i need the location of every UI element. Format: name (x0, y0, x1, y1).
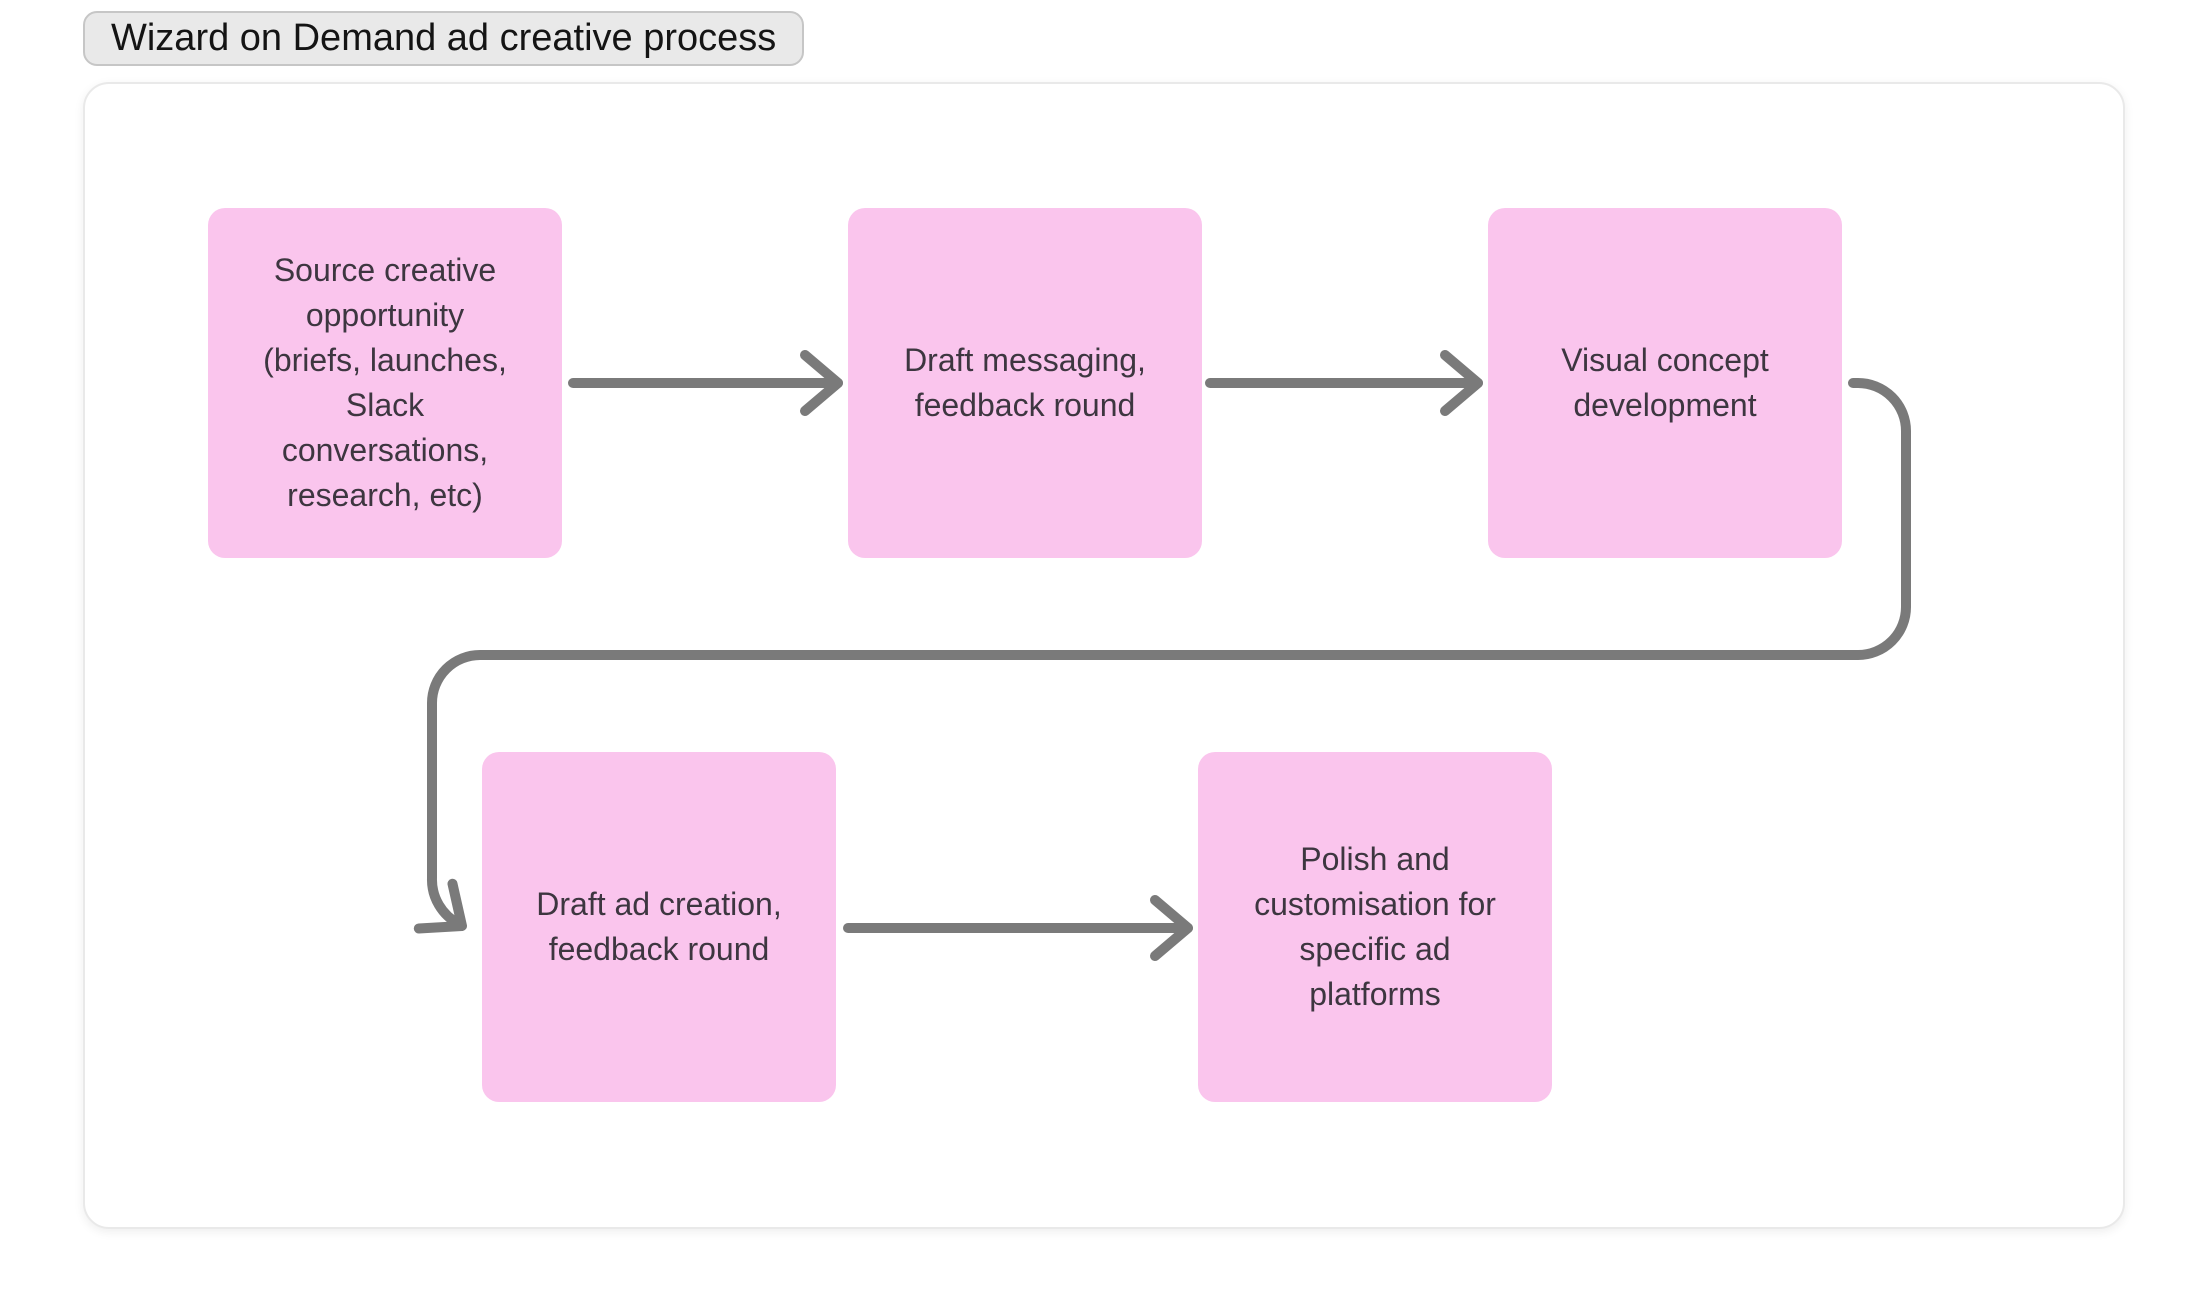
sticky-note-label: Draft ad creation, feedback round (536, 886, 782, 967)
sticky-note-visual-concept-development[interactable]: Visual concept development (1488, 208, 1842, 558)
sticky-note-draft-messaging[interactable]: Draft messaging, feedback round (848, 208, 1202, 558)
sticky-note-label: Draft messaging, feedback round (904, 342, 1146, 423)
sticky-note-draft-ad-creation[interactable]: Draft ad creation, feedback round (482, 752, 836, 1102)
sticky-note-label: Source creative opportunity (briefs, lau… (263, 252, 507, 513)
sticky-note-polish-customisation[interactable]: Polish and customisation for specific ad… (1198, 752, 1552, 1102)
sticky-note-label: Polish and customisation for specific ad… (1254, 841, 1496, 1012)
board-title-label: Wizard on Demand ad creative process (111, 17, 777, 59)
sticky-note-source-creative-opportunity[interactable]: Source creative opportunity (briefs, lau… (208, 208, 562, 558)
sticky-note-label: Visual concept development (1561, 342, 1769, 423)
board-title-pill[interactable]: Wizard on Demand ad creative process (83, 11, 805, 66)
